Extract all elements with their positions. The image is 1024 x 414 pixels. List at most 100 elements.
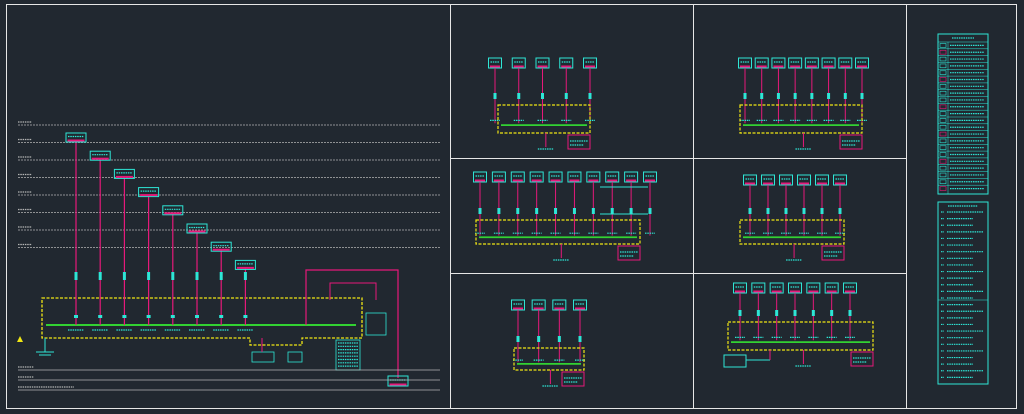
sub-device[interactable]	[624, 171, 639, 183]
floor-device[interactable]	[89, 150, 111, 161]
sub-meter	[843, 93, 847, 99]
sub-device[interactable]	[491, 171, 506, 183]
device-terminal	[588, 179, 599, 182]
device-terminal	[550, 179, 561, 182]
sub-device[interactable]	[821, 57, 836, 69]
breaker	[146, 315, 151, 318]
device-terminal	[569, 179, 580, 182]
sub-meter	[766, 208, 770, 214]
sub-meter	[784, 208, 788, 214]
sub-device[interactable]	[473, 171, 487, 183]
sub-meter	[537, 336, 541, 342]
sub-device[interactable]	[769, 282, 784, 294]
sub-enclosure	[739, 104, 863, 134]
sub-device[interactable]	[573, 299, 587, 311]
sub-device[interactable]	[788, 57, 803, 69]
riser-meter	[195, 272, 199, 280]
breaker	[243, 315, 248, 318]
sub-device[interactable]	[567, 171, 582, 183]
legend-symbol	[939, 97, 947, 103]
sub-device[interactable]	[605, 171, 620, 183]
sub-meter	[629, 208, 633, 214]
sub-device[interactable]	[843, 282, 857, 294]
floor-device[interactable]	[162, 205, 184, 216]
device-terminal	[840, 65, 851, 68]
device-box	[65, 132, 87, 143]
sub-diagram-middle-right[interactable]	[739, 174, 847, 261]
legend-symbol	[939, 165, 947, 171]
sub-device[interactable]	[586, 171, 601, 183]
floor-device[interactable]	[186, 223, 208, 234]
sub-device[interactable]	[797, 174, 811, 186]
notes-table	[937, 201, 989, 385]
sub-device[interactable]	[531, 299, 546, 311]
sub-meter	[572, 208, 576, 214]
legend-symbol	[939, 172, 947, 178]
device-terminal	[475, 179, 485, 182]
sub-device[interactable]	[815, 174, 829, 186]
distribution-enclosure	[41, 297, 363, 346]
floor-device[interactable]	[138, 187, 160, 198]
sub-device[interactable]	[738, 57, 752, 69]
floor-device[interactable]	[210, 241, 232, 252]
device-terminal	[626, 179, 637, 182]
legend-panel[interactable]	[937, 33, 989, 385]
device-box	[162, 205, 184, 216]
legend-symbol	[939, 186, 947, 191]
sub-diagram-top-right[interactable]	[738, 57, 869, 150]
floor-device[interactable]	[65, 132, 87, 143]
sub-device[interactable]	[779, 174, 793, 186]
sub-device[interactable]	[643, 171, 657, 183]
sub-diagram-middle-left[interactable]	[473, 171, 657, 261]
sub-diagram-top-left[interactable]	[488, 57, 597, 150]
sub-device[interactable]	[761, 174, 775, 186]
device-terminal	[857, 65, 867, 68]
sub-device[interactable]	[751, 282, 766, 294]
sub-device[interactable]	[488, 57, 502, 69]
sub-device[interactable]	[535, 57, 550, 69]
sub-device[interactable]	[838, 57, 853, 69]
sub-device[interactable]	[511, 57, 526, 69]
sub-diagram-bottom-left[interactable]	[511, 299, 587, 387]
device-terminal	[735, 290, 745, 293]
device-box	[138, 187, 160, 198]
riser-meter	[74, 272, 78, 280]
sub-meter	[517, 93, 521, 99]
riser-meter	[219, 272, 223, 280]
sub-diagram-panels[interactable]	[473, 57, 874, 387]
floor-device[interactable]	[113, 168, 135, 179]
sub-device[interactable]	[855, 57, 869, 69]
sub-device[interactable]	[771, 57, 786, 69]
sub-meter	[478, 208, 482, 214]
sub-diagram-bottom-right[interactable]	[727, 282, 874, 367]
device-terminal	[771, 290, 782, 293]
floor-device[interactable]	[234, 259, 256, 270]
sub-device[interactable]	[743, 174, 757, 186]
device-terminal	[756, 65, 767, 68]
device-terminal	[537, 65, 548, 68]
legend-symbol	[939, 50, 947, 55]
device-terminal	[808, 290, 819, 293]
sub-device[interactable]	[733, 282, 747, 294]
device-terminal	[140, 194, 158, 197]
sub-device[interactable]	[788, 282, 802, 294]
sub-device[interactable]	[806, 282, 821, 294]
sub-device[interactable]	[833, 174, 847, 186]
sub-device[interactable]	[583, 57, 597, 69]
sub-device[interactable]	[754, 57, 769, 69]
device-terminal	[493, 179, 504, 182]
device-terminal	[533, 307, 544, 310]
sub-device[interactable]	[824, 282, 839, 294]
external-feed	[305, 269, 399, 378]
device-terminal	[740, 65, 750, 68]
sub-device[interactable]	[511, 299, 525, 311]
sub-device[interactable]	[804, 57, 819, 69]
sub-device[interactable]	[552, 299, 567, 311]
sub-device[interactable]	[548, 171, 563, 183]
sub-meter	[497, 208, 501, 214]
sub-device[interactable]	[510, 171, 525, 183]
sub-device[interactable]	[529, 171, 544, 183]
sub-device[interactable]	[559, 57, 574, 69]
main-riser-diagram[interactable]	[17, 121, 440, 391]
